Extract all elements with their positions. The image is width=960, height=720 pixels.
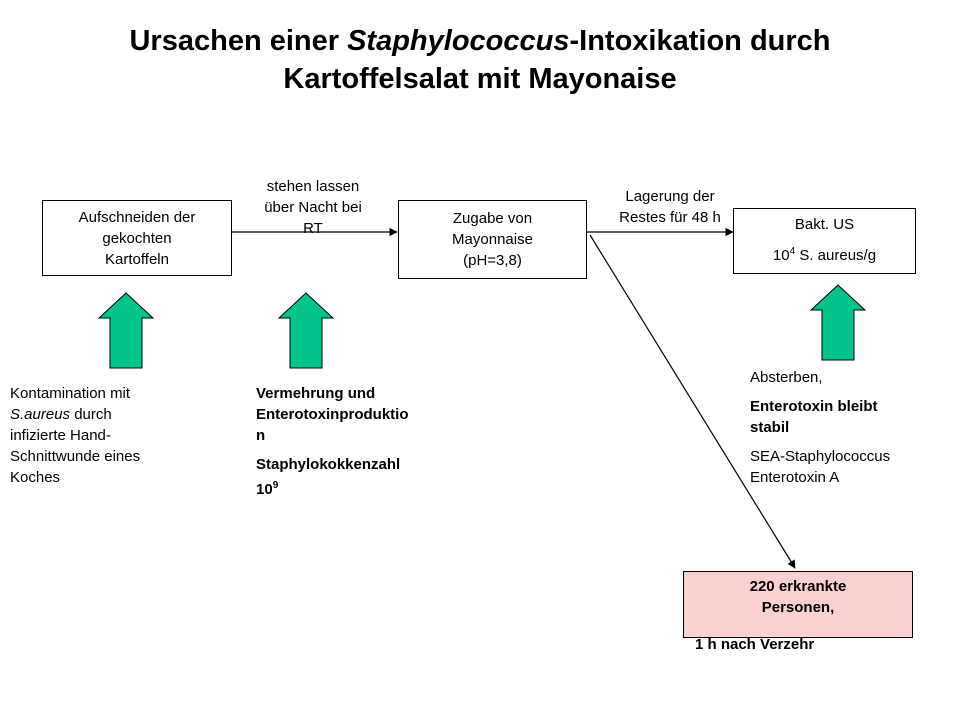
box3-line2: 104 S. aureus/g [772,246,877,264]
up-arrow-1 [97,292,155,369]
box2-line1: Zugabe von [452,210,533,227]
box4-line2: Personen, [761,599,835,616]
title-line2: Kartoffelsalat mit Mayonaise [283,63,677,95]
box3-line1: Bakt. US [794,216,855,233]
box2-line2: Mayonnaise [452,231,533,248]
title-part1: Ursachen einer [129,25,348,57]
label-storage-48h: Lagerung der Restes für 48 h [619,188,721,226]
title-italic: Staphylococcus [347,25,570,57]
arrow-box2-box4 [589,234,796,569]
box1-line1: Aufschneiden der [78,209,196,226]
box1-line3: Kartoffeln [105,251,169,268]
process-box-cutting: Aufschneiden der gekochten Kartoffeln [42,200,232,276]
process-box-mayonnaise: Zugabe von Mayonnaise (pH=3,8) [398,200,587,279]
title-part2: -Intoxikation durch [569,25,831,57]
box1-line2: gekochten [102,230,172,247]
note-die-off: Absterben, Enterotoxin bleibt stabil SEA… [750,369,891,486]
label-stand-overnight: stehen lassen über Nacht bei RT [264,178,362,237]
box4-line3: 1 h nach Verzehr [695,636,815,653]
up-arrow-3 [809,284,867,361]
note-contamination: Kontamination mit S.aureus durch infizie… [10,385,141,486]
note-proliferation: Vermehrung und Enterotoxinproduktio n St… [256,385,409,498]
box2-line3: (pH=3,8) [463,252,522,269]
box4-line1: 220 erkrankte [749,578,847,595]
result-box-patients: 220 erkrankte Personen, [683,571,913,638]
page-title: Ursachen einer Staphylococcus-Intoxikati… [0,22,960,98]
result-box-bacteria: Bakt. US 104 S. aureus/g [733,208,916,274]
up-arrow-2 [277,292,335,369]
